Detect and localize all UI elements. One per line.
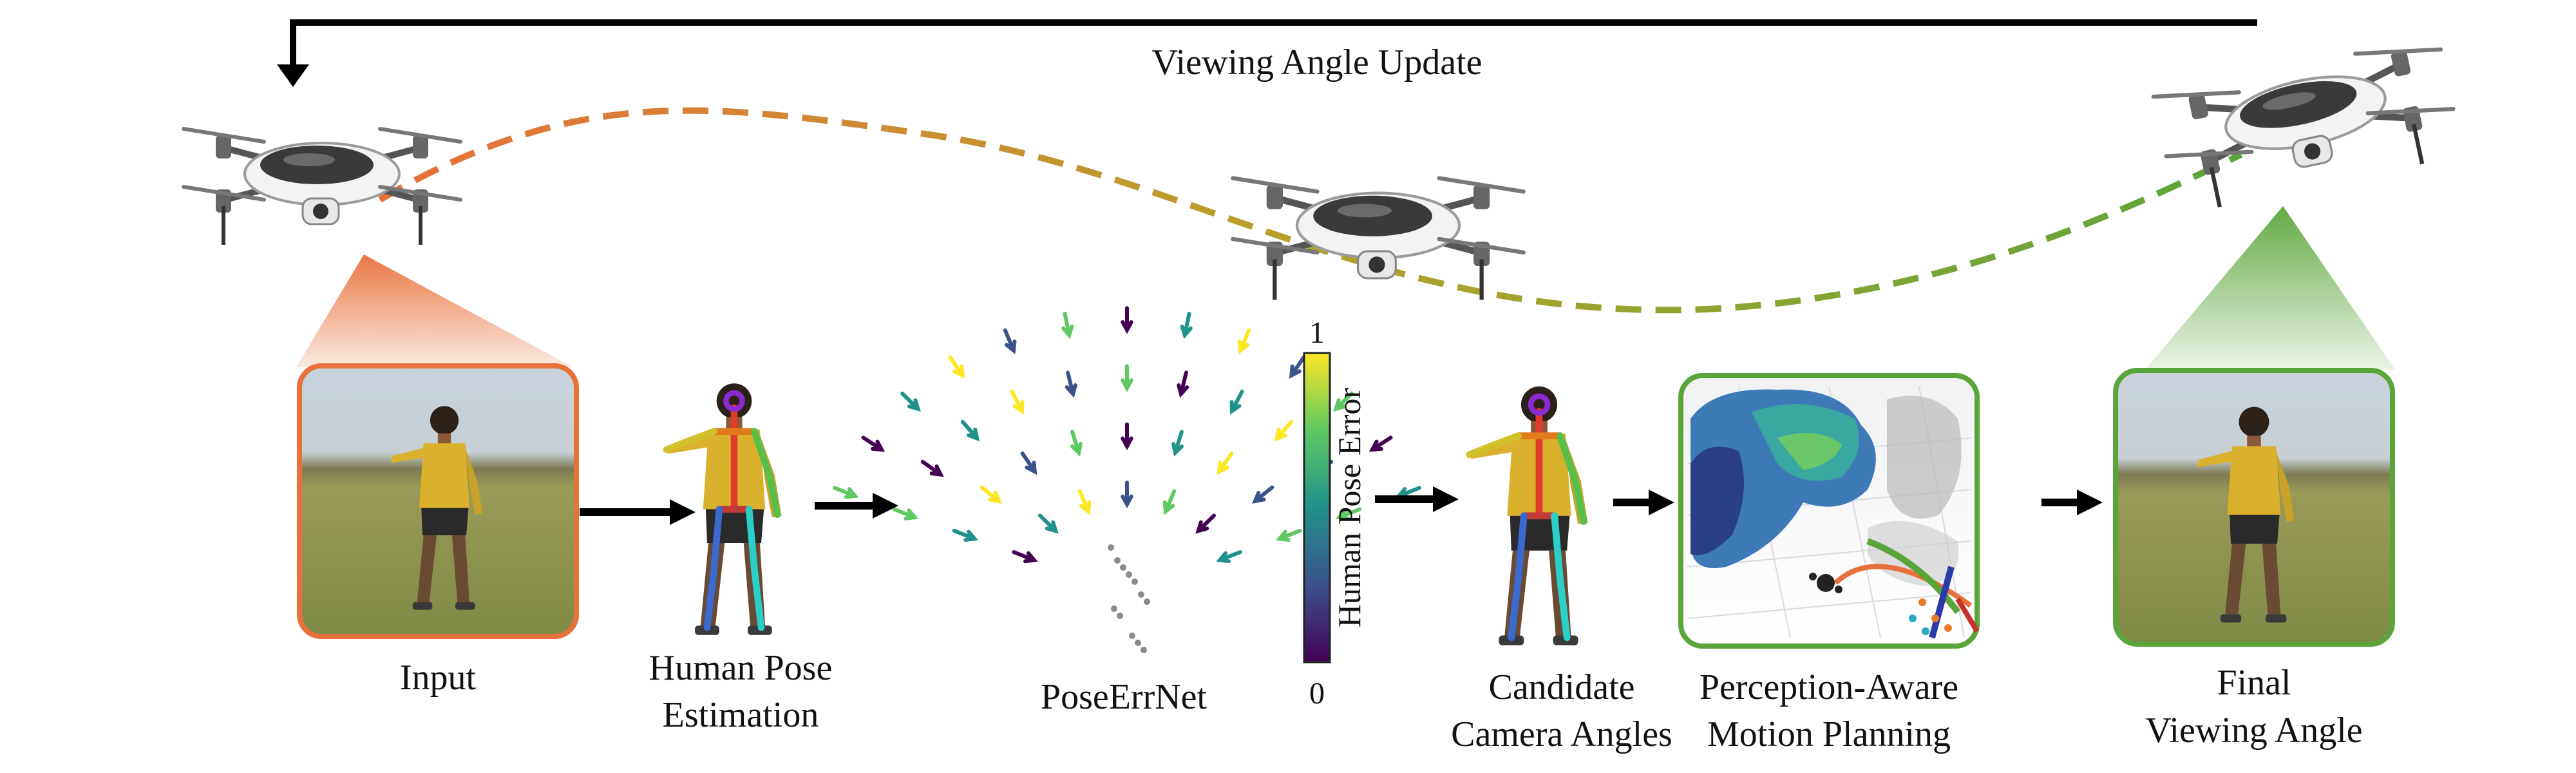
pose-error-arrow-icon: [1180, 311, 1193, 339]
point-cloud-dot: [1141, 647, 1147, 653]
point-cloud-dot: [1111, 606, 1117, 612]
process-arrow: [1613, 490, 1674, 515]
pose-error-arrow-icon: [1121, 364, 1133, 392]
process-arrow: [2041, 490, 2103, 515]
pose-error-arrow-icon: [1121, 481, 1133, 509]
point-cloud-dot: [1117, 613, 1123, 619]
pose-error-arrow-icon: [1289, 355, 1306, 379]
pose-error-arrow-icon: [1061, 311, 1074, 339]
drone-trajectory: [378, 107, 2243, 314]
caption-candidate-line1: Candidate: [1488, 667, 1634, 707]
point-cloud-dot: [1114, 557, 1121, 564]
pose-error-arrow-icon: [1012, 550, 1038, 564]
drone-right-icon: [2154, 36, 2463, 216]
caption-pose-line2: Estimation: [663, 695, 819, 735]
pose-error-arrow-icon: [1368, 435, 1393, 452]
caption-pose-line1: Human Pose: [649, 648, 833, 688]
pose-error-arrow-icon: [948, 355, 965, 379]
pose-error-arrow-icon: [1162, 489, 1177, 515]
pose-error-arrow-icon: [920, 459, 944, 477]
pose-error-arrow-icon: [1216, 550, 1242, 564]
drone-middle-icon: [1233, 178, 1524, 300]
pose-error-arrow-icon: [1003, 328, 1017, 354]
process-arrow: [1375, 486, 1459, 512]
point-cloud-dot: [1135, 640, 1141, 646]
pose-error-arrow-icon: [980, 485, 1003, 504]
pose-error-arrow-icon: [892, 507, 919, 520]
process-arrow: [815, 493, 898, 519]
drone-left-icon: [184, 129, 460, 245]
caption-candidate-line2: Camera Angles: [1451, 714, 1672, 754]
pose-error-arrow-icon: [861, 435, 886, 452]
caption-final-line2: Viewing Angle: [2145, 711, 2362, 750]
point-cloud-dot: [1129, 633, 1135, 639]
caption-final-line1: Final: [2217, 663, 2291, 703]
caption-planning-line1: Perception-Aware: [1700, 667, 1958, 707]
pose-error-arrow-icon: [1274, 419, 1294, 442]
caption-input: Input: [400, 658, 477, 698]
pose-error-arrow-icon: [1335, 507, 1362, 520]
pose-error-arrow-icon: [1171, 430, 1184, 457]
pose-error-arrow-icon: [1229, 389, 1244, 415]
caption-poseerrnet: PoseErrNet: [1041, 677, 1208, 717]
pose-error-arrow-icon: [900, 391, 921, 412]
pose-error-arrow-icon: [1276, 528, 1302, 542]
pose-error-arrow-icon: [1065, 370, 1077, 398]
pose-error-arrow-icon: [1010, 389, 1025, 415]
caption-planning-line2: Motion Planning: [1707, 714, 1951, 754]
process-arrow: [580, 499, 696, 525]
colorbar-max-label: 1: [1309, 316, 1325, 350]
final-view-cone: [2145, 206, 2396, 370]
pose-error-arrow-icon: [833, 486, 859, 499]
pose-error-arrow-icon: [1333, 391, 1354, 412]
motion-planning-panel: [1678, 373, 1980, 649]
pose-error-arrow-icon: [1195, 513, 1217, 534]
pose-error-arrow-icon: [1070, 430, 1083, 457]
point-cloud-dot: [1138, 591, 1144, 598]
candidate-figure: [1470, 386, 1588, 645]
viewing-angle-update-arrow: [277, 19, 2257, 87]
point-cloud-dot: [1120, 564, 1126, 571]
point-cloud-dot: [1108, 544, 1114, 551]
final-image-panel: [2113, 368, 2395, 647]
pose-error-arrow-icon: [952, 528, 978, 542]
point-cloud-dot: [1144, 598, 1150, 605]
pose-error-arrow-icon: [1121, 422, 1133, 451]
pose-error-arrow-icon: [1077, 489, 1092, 515]
pose-error-arrow-icon: [1237, 328, 1251, 354]
pose-error-arrow-icon: [1177, 370, 1189, 398]
colorbar-min-label: 0: [1309, 676, 1325, 711]
pose-error-arrow-icon: [1251, 485, 1274, 504]
point-cloud-dot: [1126, 571, 1132, 578]
viewing-angle-update-label: Viewing Angle Update: [1152, 43, 1482, 82]
pose-error-arrow-icon: [1037, 513, 1059, 534]
poseerrnet-arrow-field: [833, 306, 1421, 653]
pose-error-arrow-icon: [1020, 451, 1037, 475]
point-cloud-dot: [1132, 578, 1138, 585]
pose-error-arrow-icon: [960, 419, 980, 442]
input-image-panel: [297, 363, 579, 639]
pose-error-arrow-icon: [1217, 451, 1234, 475]
input-view-cone: [296, 254, 573, 367]
colorbar-axis-label: Human Pose Error: [1331, 388, 1367, 627]
error-colorbar: [1303, 352, 1331, 663]
pose-error-arrow-icon: [1121, 306, 1133, 334]
